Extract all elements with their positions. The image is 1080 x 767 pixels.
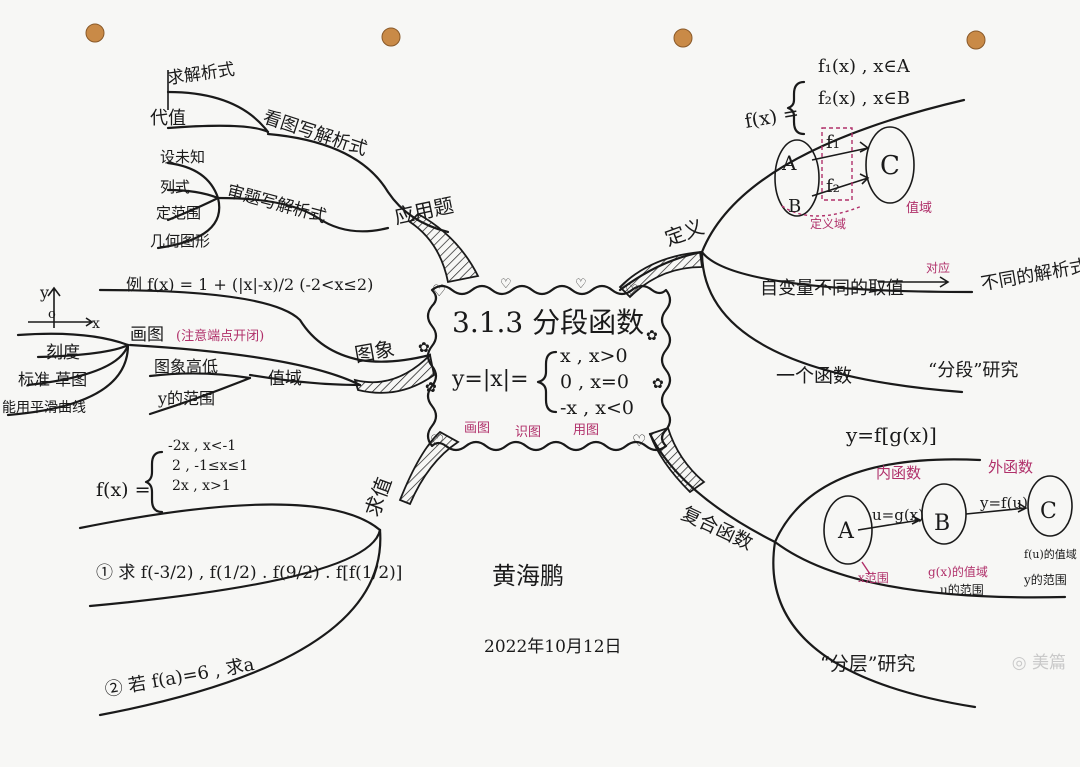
note-g-range: g(x)的值域 <box>928 564 988 579</box>
range-note: 值域 <box>906 200 932 216</box>
svg-text:♡: ♡ <box>500 277 512 292</box>
row2-left: 自变量不同的取值 <box>760 278 904 299</box>
svg-text:✿: ✿ <box>425 380 437 396</box>
note-u-range: u的范围 <box>940 582 984 597</box>
center-tag-draw: 画图 <box>464 421 490 436</box>
svg-text:♡: ♡ <box>432 281 446 300</box>
note-fu-range: f(u)的值域 <box>1024 547 1077 561</box>
fx-case-3: 2x , x>1 <box>172 478 231 494</box>
composite-title: y=f[g(x)] <box>845 423 937 447</box>
def-fx-lhs: f(x) = <box>743 102 801 133</box>
item-substitute: 代值 <box>150 108 186 129</box>
axis-x-label: x <box>92 316 100 332</box>
sub-read-problem: 审题写解析式 <box>225 182 329 228</box>
note-y-range: y的范围 <box>1023 572 1067 587</box>
connector-bottom-right <box>648 426 706 494</box>
branch-definition: 定义 <box>662 214 708 250</box>
item-smooth-curve: 能用平滑曲线 <box>2 399 86 416</box>
item-scale: 刻度 <box>46 343 80 363</box>
item-list-equation: 列式 <box>160 178 190 196</box>
node-f1: f₁ <box>826 132 840 153</box>
bottom-right-lines <box>648 432 1073 709</box>
fx-lhs: f(x) = <box>96 479 151 501</box>
svg-text:✿: ✿ <box>418 340 430 356</box>
item-range: 定范围 <box>156 204 201 222</box>
center-tag-read: 识图 <box>515 425 541 440</box>
center-formula-lhs: y=|x|= <box>451 367 529 392</box>
branch-composite: 复合函数 <box>678 503 756 555</box>
comp-node-c: C <box>1040 499 1057 524</box>
node-a: A <box>781 151 797 175</box>
map-u: u=g(x) <box>872 506 924 524</box>
def-case-2: f₂(x) , x∈B <box>818 88 910 109</box>
left-lines <box>6 286 432 417</box>
watermark-icon: ◎ <box>1011 653 1032 673</box>
item-geometry: 几何图形 <box>150 232 210 250</box>
connector-top-right <box>618 251 704 299</box>
top-right-lines <box>618 80 974 394</box>
watermark-text: 美篇 <box>1032 653 1066 673</box>
connector-bottom-left <box>398 430 460 506</box>
question-1: ① 求 f(-3/2) , f(1/2) . f(9/2) . f[f(1/2)… <box>96 563 402 583</box>
fx-case-2: 2 , -1≤x≤1 <box>172 458 248 474</box>
center-case-1: x , x>0 <box>560 345 628 367</box>
item-find-expression: 求解析式 <box>166 60 236 89</box>
connector-left <box>353 353 435 394</box>
row3-right: “分段”研究 <box>928 360 1018 381</box>
axis-y-label: y <box>39 283 49 302</box>
item-graph-height: 图象高低 <box>154 357 218 376</box>
row3-left: 一个函数 <box>776 365 852 387</box>
center-box: ♡ ♡ ♡ ♡ ✿ ✿ ✿ ✿ ♡ ♡ <box>418 277 672 452</box>
item-set-unknown: 设未知 <box>160 148 205 166</box>
center-title: 3.1.3 分段函数 <box>452 306 644 339</box>
outer-function-label: 外函数 <box>988 458 1033 476</box>
range-label: 值域 <box>268 369 302 389</box>
example-function: 例 f(x) = 1 + (|x|-x)/2 (-2<x≤2) <box>126 275 373 294</box>
domain-note: 定义域 <box>810 216 846 231</box>
pin-icons <box>85 23 986 50</box>
svg-text:♡: ♡ <box>575 277 587 292</box>
inner-function-label: 内函数 <box>876 464 921 482</box>
watermark-logo: ◎ 美篇 <box>1012 648 1066 673</box>
draw-graph-label: 画图 <box>130 325 164 345</box>
question-2: ② 若 f(a)=6 , 求a <box>103 654 256 701</box>
date-text: 2022年10月12日 <box>484 637 622 657</box>
def-case-1: f₁(x) , x∈A <box>818 56 911 77</box>
top-left-lines <box>156 70 450 250</box>
node-c: C <box>880 151 900 181</box>
comp-node-b: B <box>934 511 950 536</box>
comp-node-a: A <box>837 519 855 544</box>
svg-text:✿: ✿ <box>646 328 658 344</box>
row2-mid: 对应 <box>926 260 950 275</box>
item-standard-sketch: 标准 草图 <box>18 370 87 389</box>
svg-text:♡: ♡ <box>632 431 646 450</box>
fx-case-1: -2x , x<-1 <box>168 438 236 454</box>
sub-read-graph: 看图写解析式 <box>260 107 369 160</box>
layered-study: “分层”研究 <box>820 653 915 675</box>
connector-top-left <box>408 212 480 284</box>
center-case-2: 0 , x=0 <box>560 371 629 393</box>
node-f2: f₂ <box>826 176 840 197</box>
item-y-range: y的范围 <box>157 389 215 408</box>
row2-right: 不同的解析式 <box>979 255 1080 294</box>
note-x-range: x范围 <box>858 571 889 585</box>
center-tag-use: 用图 <box>573 423 599 438</box>
svg-text:✿: ✿ <box>652 376 664 392</box>
endpoint-note: (注意端点开闭) <box>176 328 264 344</box>
branch-evaluate: 求值 <box>360 474 396 520</box>
center-case-3: -x , x<0 <box>560 397 634 419</box>
author-name: 黄海鹏 <box>492 562 564 590</box>
axis-origin-label: o <box>48 307 56 322</box>
map-y: y=f(u) <box>979 494 1028 512</box>
bottom-left-lines <box>78 450 382 717</box>
node-b: B <box>788 196 801 217</box>
